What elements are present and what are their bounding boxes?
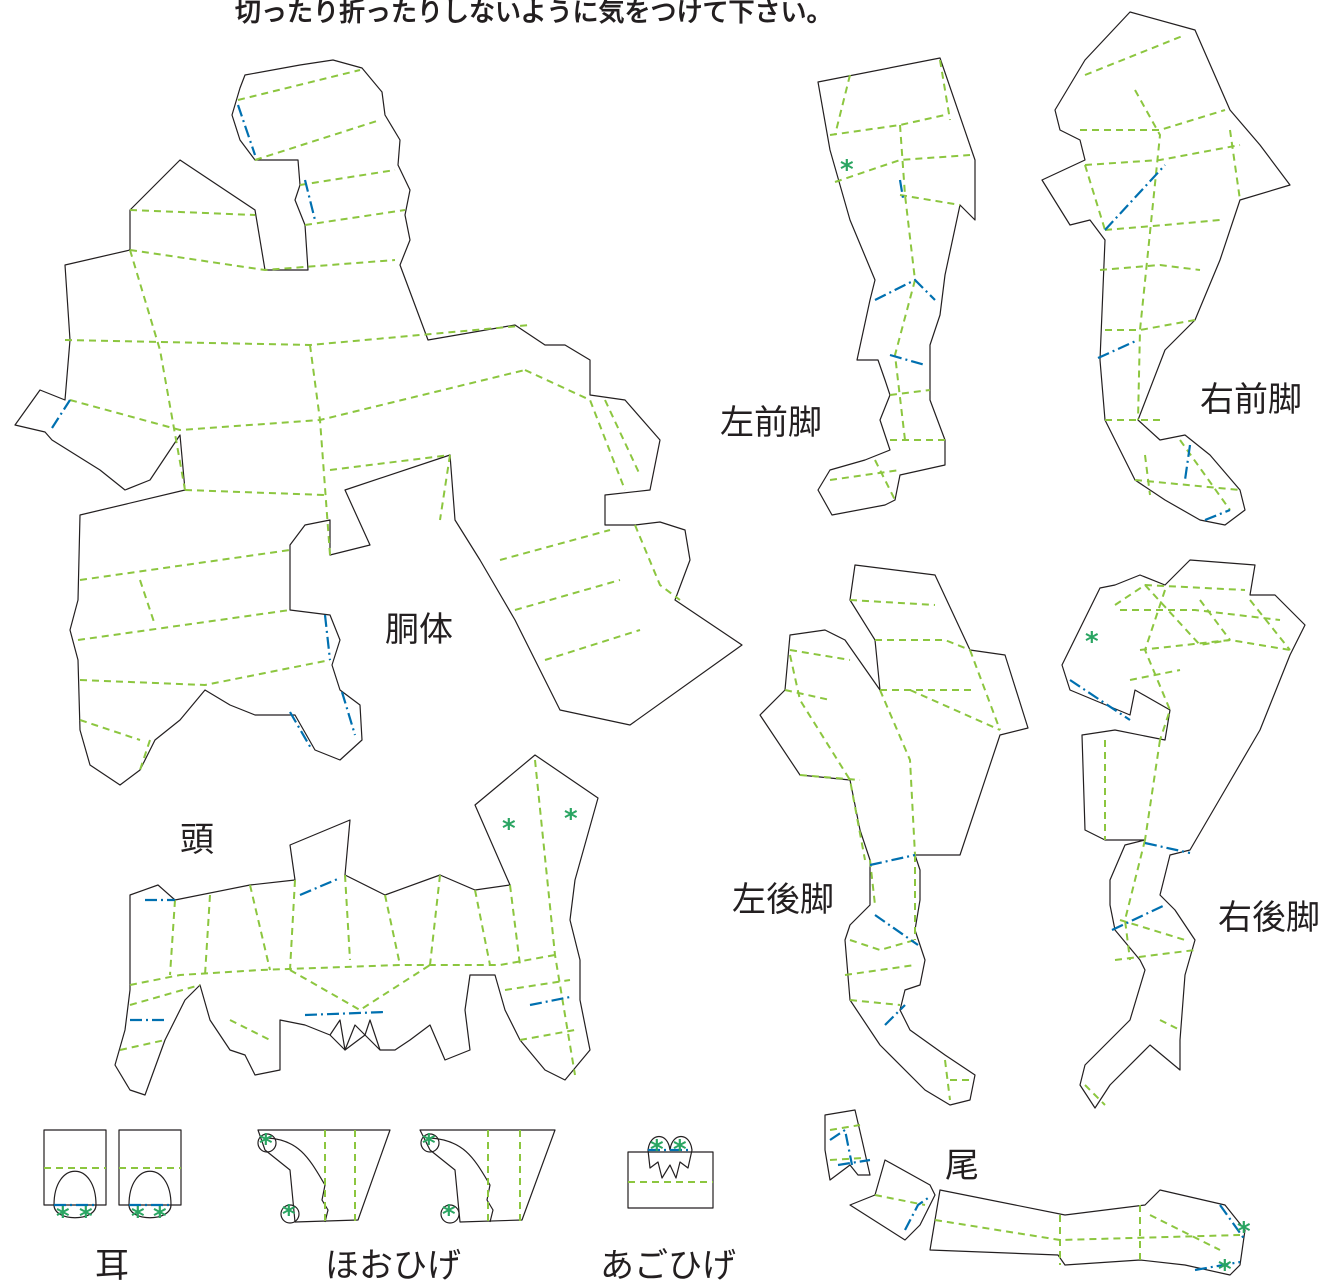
cheek-whiskers-label: ほおひげ <box>325 1246 461 1286</box>
body-part <box>14 59 743 786</box>
right-front-leg-label: 右前脚 <box>1200 380 1302 420</box>
left-hind-leg-label: 左後脚 <box>732 880 834 920</box>
head-label: 頭 <box>180 820 214 860</box>
right-front-leg-part <box>1041 11 1291 526</box>
glue-mark-icon: * <box>79 1202 93 1232</box>
glue-mark-icon: * <box>564 804 578 834</box>
head-part: * * <box>114 754 599 1096</box>
ears-part: * * * * <box>43 1129 182 1232</box>
glue-mark-icon: * <box>282 1200 296 1230</box>
glue-mark-icon: * <box>1085 627 1099 657</box>
glue-mark-icon: * <box>840 155 854 185</box>
glue-mark-icon: * <box>422 1129 436 1159</box>
glue-mark-icon: * <box>442 1200 456 1230</box>
glue-mark-icon: * <box>1237 1217 1251 1247</box>
tail-label: 尾 <box>945 1146 979 1186</box>
tail-part: * * <box>824 1109 1251 1279</box>
left-front-leg-label: 左前脚 <box>720 403 822 443</box>
right-hind-leg-label: 右後脚 <box>1218 898 1320 938</box>
chin-beard-label: あごひげ <box>600 1246 736 1286</box>
glue-mark-icon: * <box>502 814 516 844</box>
glue-mark-icon: * <box>650 1135 664 1165</box>
glue-mark-icon: * <box>673 1135 687 1165</box>
left-hind-leg-part <box>759 564 1029 1106</box>
instruction-text: 切ったり折ったりしないように気をつけて下さい。 <box>235 0 833 28</box>
glue-mark-icon: * <box>153 1202 167 1232</box>
right-hind-leg-part: * <box>1061 559 1306 1109</box>
glue-mark-icon: * <box>259 1129 273 1159</box>
left-front-leg-part: * <box>817 57 976 516</box>
ears-label: 耳 <box>95 1246 129 1286</box>
chin-beard-part: * * <box>627 1135 714 1209</box>
glue-mark-icon: * <box>56 1202 70 1232</box>
cheek-whiskers-part: * * * * <box>257 1129 556 1230</box>
glue-mark-icon: * <box>1218 1255 1232 1279</box>
body-label: 胴体 <box>385 610 453 650</box>
glue-mark-icon: * <box>131 1202 145 1232</box>
